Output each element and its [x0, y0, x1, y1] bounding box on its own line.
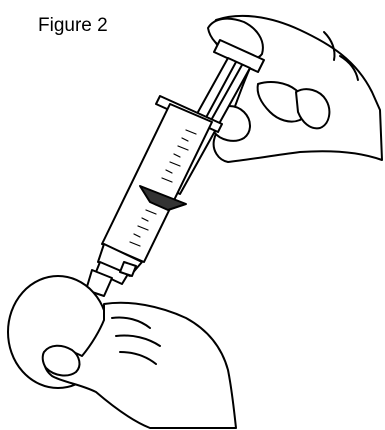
syringe-icon	[96, 40, 264, 284]
